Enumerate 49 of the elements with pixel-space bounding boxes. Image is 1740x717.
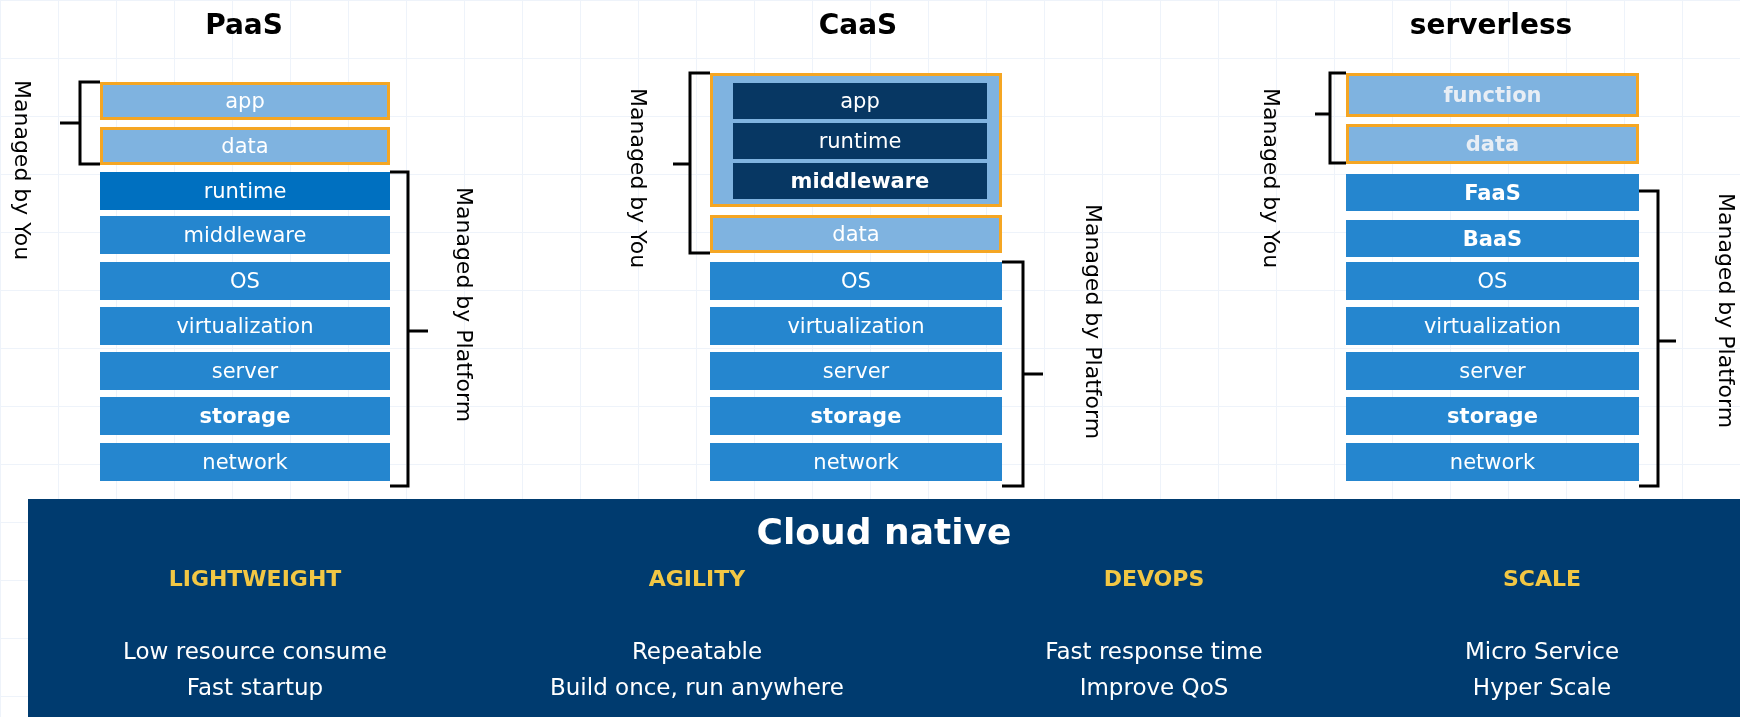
bracket-label: Managed by You [9, 79, 35, 261]
column-title: serverless [1409, 8, 1573, 41]
bracket-label: Managed by Platform [1713, 193, 1739, 429]
feature-text: Fast response time [1045, 638, 1263, 664]
layer-box: data [710, 215, 1002, 253]
layer-box: data [100, 127, 390, 165]
bracket-label: Managed by Platform [1080, 204, 1106, 440]
layer-box: storage [710, 397, 1002, 435]
layer-box: server [1346, 352, 1639, 390]
feature-text: Micro Service [1464, 638, 1620, 664]
bracket-label: Managed by You [625, 87, 651, 269]
feature-text: Low resource consume [123, 638, 387, 664]
column-title: CaaS [818, 8, 898, 41]
layer-box: virtualization [1346, 307, 1639, 345]
feature-heading: DEVOPS [1103, 566, 1205, 591]
layer-box: virtualization [100, 307, 390, 345]
layer-box: runtime [100, 172, 390, 210]
feature-text: Repeatable [631, 638, 763, 664]
layer-box: storage [1346, 397, 1639, 435]
layer-box: OS [100, 262, 390, 300]
column-title: PaaS [205, 8, 283, 41]
bracket-label: Managed by Platform [451, 187, 477, 423]
bracket-label: Managed by You [1258, 87, 1284, 269]
layer-box: server [710, 352, 1002, 390]
layer-box: virtualization [710, 307, 1002, 345]
layer-box: server [100, 352, 390, 390]
layer-box: OS [1346, 262, 1639, 300]
layer-box: middleware [733, 163, 987, 199]
layer-box: runtime [733, 123, 987, 159]
layer-box: BaaS [1346, 220, 1639, 257]
layer-box: network [100, 443, 390, 481]
layer-box: app [733, 83, 987, 119]
layer-box: function [1346, 73, 1639, 117]
layer-box: app [100, 82, 390, 120]
layer-box: OS [710, 262, 1002, 300]
feature-text: Improve QoS [1079, 674, 1229, 700]
layer-box: network [710, 443, 1002, 481]
group-box [710, 73, 1002, 207]
feature-text: Fast startup [186, 674, 324, 700]
feature-heading: AGILITY [648, 566, 746, 591]
layer-box: data [1346, 124, 1639, 164]
layer-box: network [1346, 443, 1639, 481]
layer-box: storage [100, 397, 390, 435]
feature-text: Hyper Scale [1472, 674, 1612, 700]
layer-box: middleware [100, 216, 390, 254]
layer-box: FaaS [1346, 174, 1639, 211]
feature-heading: SCALE [1502, 566, 1582, 591]
feature-text: Build once, run anywhere [550, 674, 844, 700]
feature-heading: LIGHTWEIGHT [168, 566, 342, 591]
